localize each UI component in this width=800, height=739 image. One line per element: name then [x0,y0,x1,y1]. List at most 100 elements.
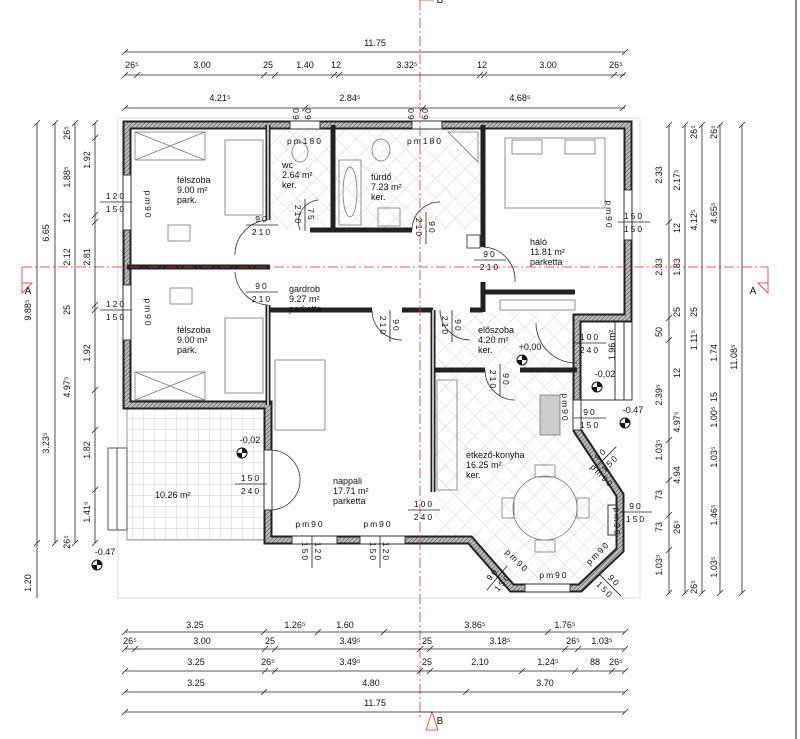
dimension-label: 1.03⁵ [591,636,613,646]
elevation-marker-fill [237,448,247,458]
dimension-label: 4.12⁵ [689,209,699,231]
dimension-tick [665,436,673,444]
opening-dimension: 150 [241,473,261,483]
opening-dimension: 90 [427,221,437,234]
dimension-tick [271,645,279,653]
dimension-label: 3.49⁵ [339,657,361,667]
opening-dimension: 240 [241,486,261,496]
dimension-label: 1.20 [23,574,33,592]
dimension-tick [416,667,424,675]
hall-tiles [435,312,575,370]
elevation-label: -0,02 [240,435,261,445]
dimension-tick [91,211,99,219]
dimension-label: 26⁵ [125,60,139,70]
dimension-tick [33,539,41,547]
dimension-label: 50 [654,327,664,337]
opening-dimension: 150 [368,542,378,562]
dimension-label: 25 [689,307,699,317]
dimension-tick [91,134,99,142]
dimension-label: 2.17⁵ [672,169,682,191]
dimension-label: 12 [672,223,682,233]
dimension-label: 2.33 [654,166,664,184]
dimension-tick [121,628,129,636]
dimension-tick [91,486,99,494]
dimension-tick [698,121,706,129]
frame-label: 60 [291,106,301,119]
bathroom-tiles [333,129,483,229]
room-name: félszoba [177,175,211,185]
section-a-left-label: A [25,286,32,297]
dimension-tick [681,121,689,129]
room-floor: parketta [289,304,322,314]
kitchen-tiles [435,372,618,585]
dimension-label: 9.88⁵ [23,299,33,321]
section-b-top-label: B [437,0,444,6]
dimension-label: 4.94 [672,466,682,484]
dimension-tick [260,628,268,636]
dimension-tick [91,426,99,434]
elevation-label: -0.47 [95,547,116,557]
dimension-tick [621,645,629,653]
dimension-tick [380,628,388,636]
dimension-tick [426,645,434,653]
room-area: 11.81 m² [530,247,565,257]
dimension-label: 11.75 [364,38,386,48]
room-area: 2.64 m² [282,170,313,180]
dimension-label: 3.00 [193,60,211,70]
dimension-tick [91,306,99,314]
elevation-label: -0.47 [623,405,644,415]
frame-label: pm90 [143,190,153,219]
dimension-tick [698,589,706,597]
dimension-label: 11.75 [364,698,386,708]
section-lines [22,0,768,720]
dimension-label: 1.26⁵ [284,620,306,630]
dimension-label: 1.82 [82,441,92,459]
dimension-label: 4.68⁵ [509,93,531,103]
elevation-marker-fill [620,418,630,428]
dimension-tick [610,71,618,79]
dimension-label: 3.00 [539,60,557,70]
dimension-label: 11.08⁵ [729,344,739,370]
dimension-tick [665,336,673,344]
opening-dimension: 240 [580,345,600,355]
room-floor: ker. [371,192,386,202]
room-area: 9.00 m² [177,335,208,345]
dimension-tick [621,688,629,696]
dimension-label: 3.70 [536,678,554,688]
dimension-label: 12 [331,60,341,70]
dimension-label: 25 [62,305,72,315]
dimension-tick [91,301,99,309]
dimension-label: 26⁵ [609,60,623,70]
elevation-label: +0,00 [519,342,542,352]
dimension-label: 3.49⁵ [339,636,361,646]
frame-label: pm90 [560,393,570,422]
dimension-label: 2.84⁵ [339,93,361,103]
dimension-label: 25 [422,636,432,646]
opening-dimension: 90 [453,319,463,332]
dimension-tick [665,314,673,322]
dimension-tick [51,539,59,547]
opening-dimension: 210 [440,316,450,336]
dimension-tick [738,589,746,597]
dimension-label: 4.80 [362,678,380,688]
room-name: fürdő [371,172,392,182]
dimension-label: 4.97⁵ [672,411,682,433]
opening-dimension: 90 [255,214,268,224]
dimension-tick [665,476,673,484]
dimension-tick [476,71,484,79]
furniture [134,131,606,553]
dimension-tick [681,589,689,597]
dimension-label: 25 [422,657,432,667]
room-floor: park. [177,195,197,205]
dimension-tick [621,667,629,675]
dimension-label: 3.18⁵ [489,636,511,646]
frame-label: 60 [406,106,416,119]
room-area: 16.25 m² [466,460,502,470]
